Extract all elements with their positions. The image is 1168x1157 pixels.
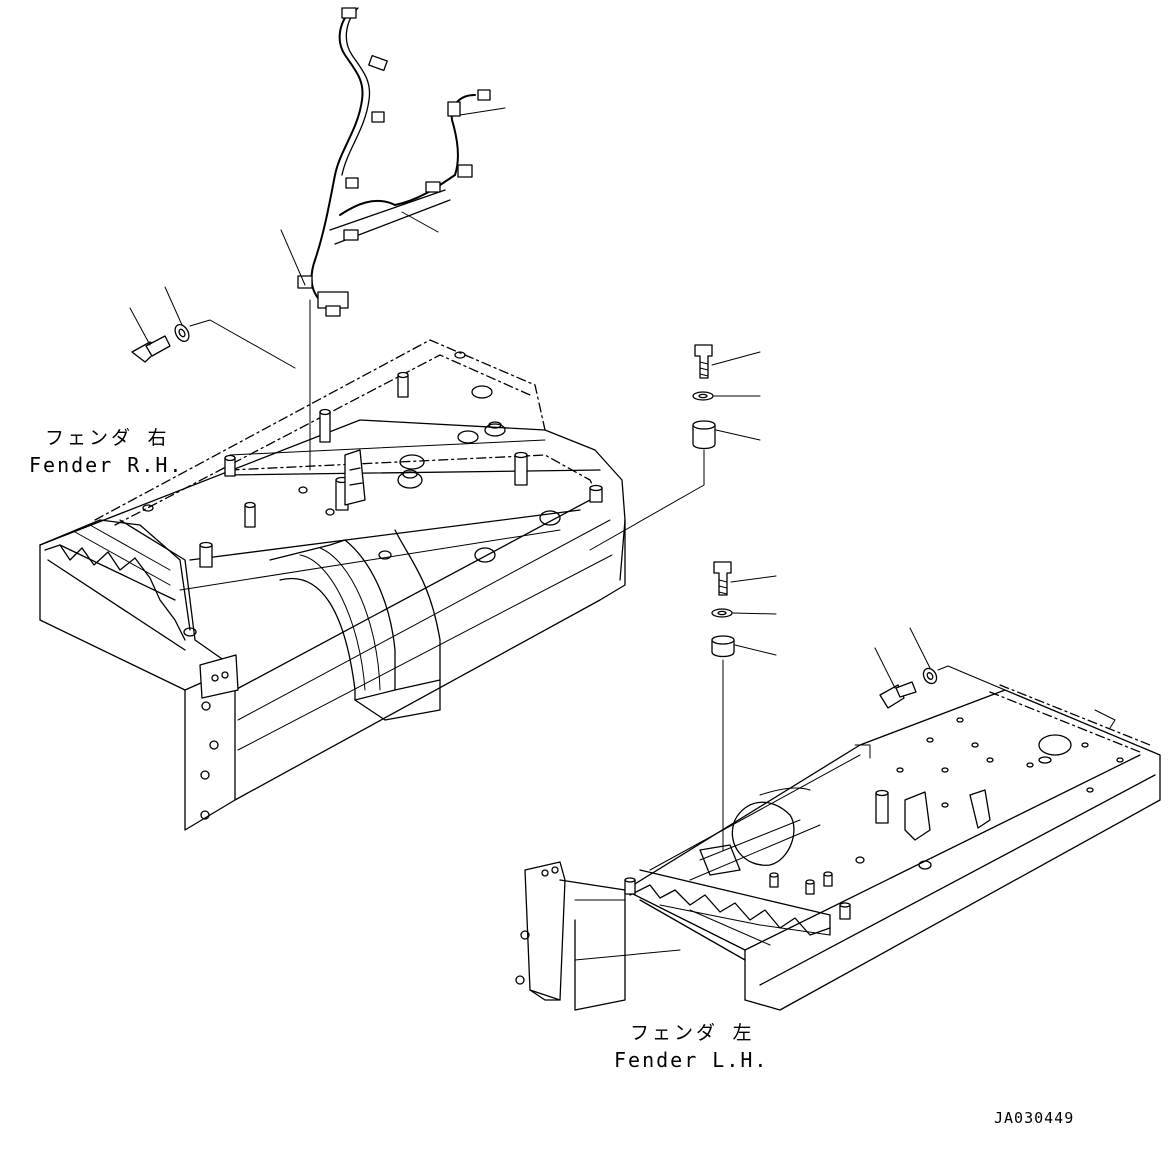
bolt-lh bbox=[874, 647, 917, 709]
bolt-mid-rh bbox=[694, 344, 761, 379]
washer-lh bbox=[711, 608, 777, 618]
washer-mid-rh bbox=[692, 391, 761, 401]
fender-rh bbox=[39, 299, 626, 831]
bolt-lh-vertical bbox=[713, 561, 777, 596]
bolt-rh bbox=[129, 307, 171, 363]
fender-lh-label-jp: フェンダ 左 bbox=[630, 1022, 755, 1044]
fender-rh-label-jp: フェンダ 右 bbox=[45, 427, 170, 449]
fender-rh-label-en: Fender R.H. bbox=[29, 453, 184, 477]
spacer-lh bbox=[711, 635, 777, 851]
washer-rh bbox=[164, 286, 296, 369]
fender-lh bbox=[515, 684, 1161, 1011]
wiring-harness bbox=[280, 7, 506, 317]
washer-lh-right bbox=[909, 627, 1006, 691]
spacer-mid-rh bbox=[589, 420, 761, 551]
drawing-code: JA030449 bbox=[994, 1109, 1075, 1127]
fender-lh-label-en: Fender L.H. bbox=[614, 1048, 769, 1072]
